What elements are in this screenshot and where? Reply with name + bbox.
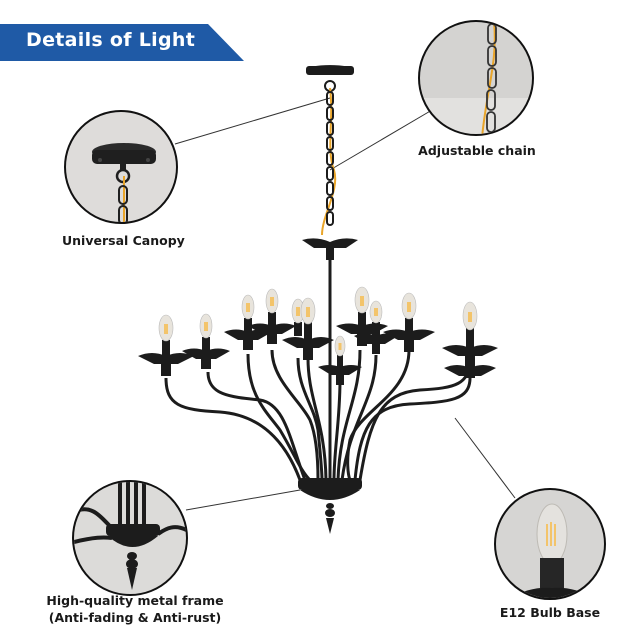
bulb-detail-circle [494, 488, 606, 600]
frame-detail-circle [72, 480, 188, 596]
canopy-caption: Universal Canopy [62, 233, 185, 248]
frame-caption: High-quality metal frame (Anti-fading & … [40, 592, 230, 626]
frame-caption-line1: High-quality metal frame [46, 593, 224, 608]
section-banner: Details of Light [0, 24, 244, 61]
chain-caption: Adjustable chain [418, 143, 536, 158]
chain-detail-circle [418, 20, 534, 136]
chain-icon [481, 22, 497, 134]
bulb-icon [511, 503, 593, 598]
frame-hub-icon [74, 482, 186, 590]
canopy-detail-circle [64, 110, 178, 224]
banner-ribbon-shape [0, 24, 244, 61]
bulb-caption: E12 Bulb Base [499, 605, 601, 620]
frame-caption-line2: (Anti-fading & Anti-rust) [48, 610, 222, 625]
banner-title: Details of Light [26, 29, 196, 51]
canopy-icon [92, 143, 156, 222]
